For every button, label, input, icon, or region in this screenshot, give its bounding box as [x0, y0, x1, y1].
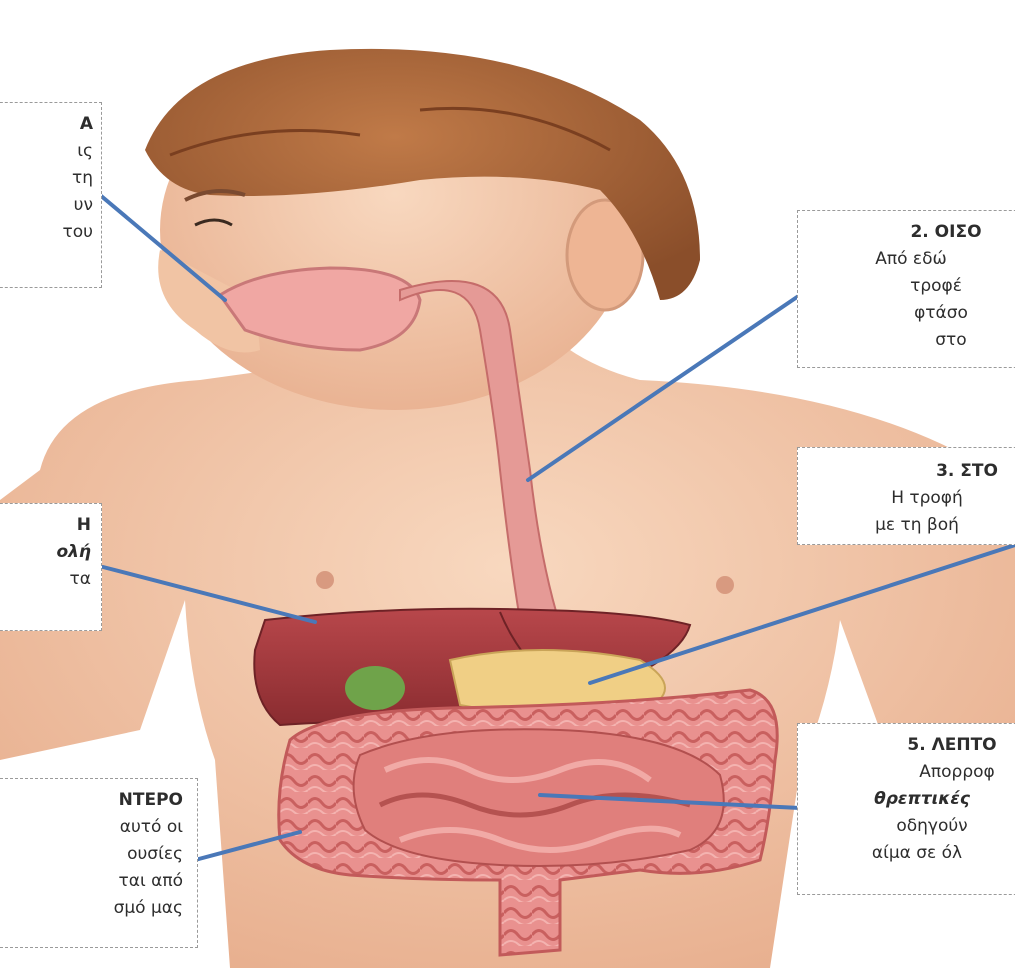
label-large-intestine-title: ΝΤΕΡΟ [0, 787, 183, 814]
nipple-left [316, 571, 334, 589]
label-esophagus: 2. ΟΙΣΟ Από εδώ τροφέ φτάσο στο [797, 210, 1015, 368]
label-mouth-line: ις [0, 138, 93, 165]
head [145, 49, 700, 410]
label-esophagus-line: Από εδώ [798, 246, 1015, 273]
label-mouth-line: τη [0, 165, 93, 192]
label-stomach-line: Η τροφή [798, 485, 1015, 512]
label-small-intestine: 5. ΛΕΠΤΟ Απορροφ θρεπτικές οδηγούν αίμα … [797, 723, 1015, 895]
label-mouth-line: υν [0, 192, 93, 219]
label-esophagus-title: 2. ΟΙΣΟ [798, 219, 1015, 246]
label-esophagus-line: φτάσο [798, 300, 1015, 327]
label-large-intestine-line: αυτό οι [0, 814, 183, 841]
label-liver-line: τα [0, 566, 91, 593]
label-liver-italic: ολή [0, 539, 91, 566]
label-esophagus-line: τροφέ [798, 273, 1015, 300]
nipple-right [716, 576, 734, 594]
label-liver-title: Η [0, 512, 91, 539]
label-large-intestine-line: ουσίες [0, 841, 183, 868]
label-small-intestine-italic: θρεπτικές [798, 786, 1015, 813]
label-stomach-title: 3. ΣΤΟ [798, 458, 1015, 485]
label-esophagus-line: στο [798, 327, 1015, 354]
label-small-intestine-line: αίμα σε όλ [798, 840, 1015, 867]
label-mouth: Α ις τη υν του [0, 102, 102, 288]
label-mouth-line: του [0, 219, 93, 246]
label-small-intestine-line: Απορροφ [798, 759, 1015, 786]
label-large-intestine: ΝΤΕΡΟ αυτό οι ουσίες ται από σμό μας [0, 778, 198, 948]
label-stomach: 3. ΣΤΟ Η τροφή με τη βοή [797, 447, 1015, 545]
gallbladder [345, 666, 405, 710]
label-small-intestine-line: οδηγούν [798, 813, 1015, 840]
label-liver-italic-text: ολή [56, 542, 91, 562]
label-small-intestine-italic-text: θρεπτικές [874, 789, 970, 809]
label-liver: Η ολή τα [0, 503, 102, 631]
label-small-intestine-title: 5. ΛΕΠΤΟ [798, 732, 1015, 759]
label-mouth-title: Α [0, 111, 93, 138]
label-large-intestine-line: σμό μας [0, 895, 183, 922]
label-stomach-line: με τη βοή [798, 512, 1015, 539]
label-large-intestine-line: ται από [0, 868, 183, 895]
